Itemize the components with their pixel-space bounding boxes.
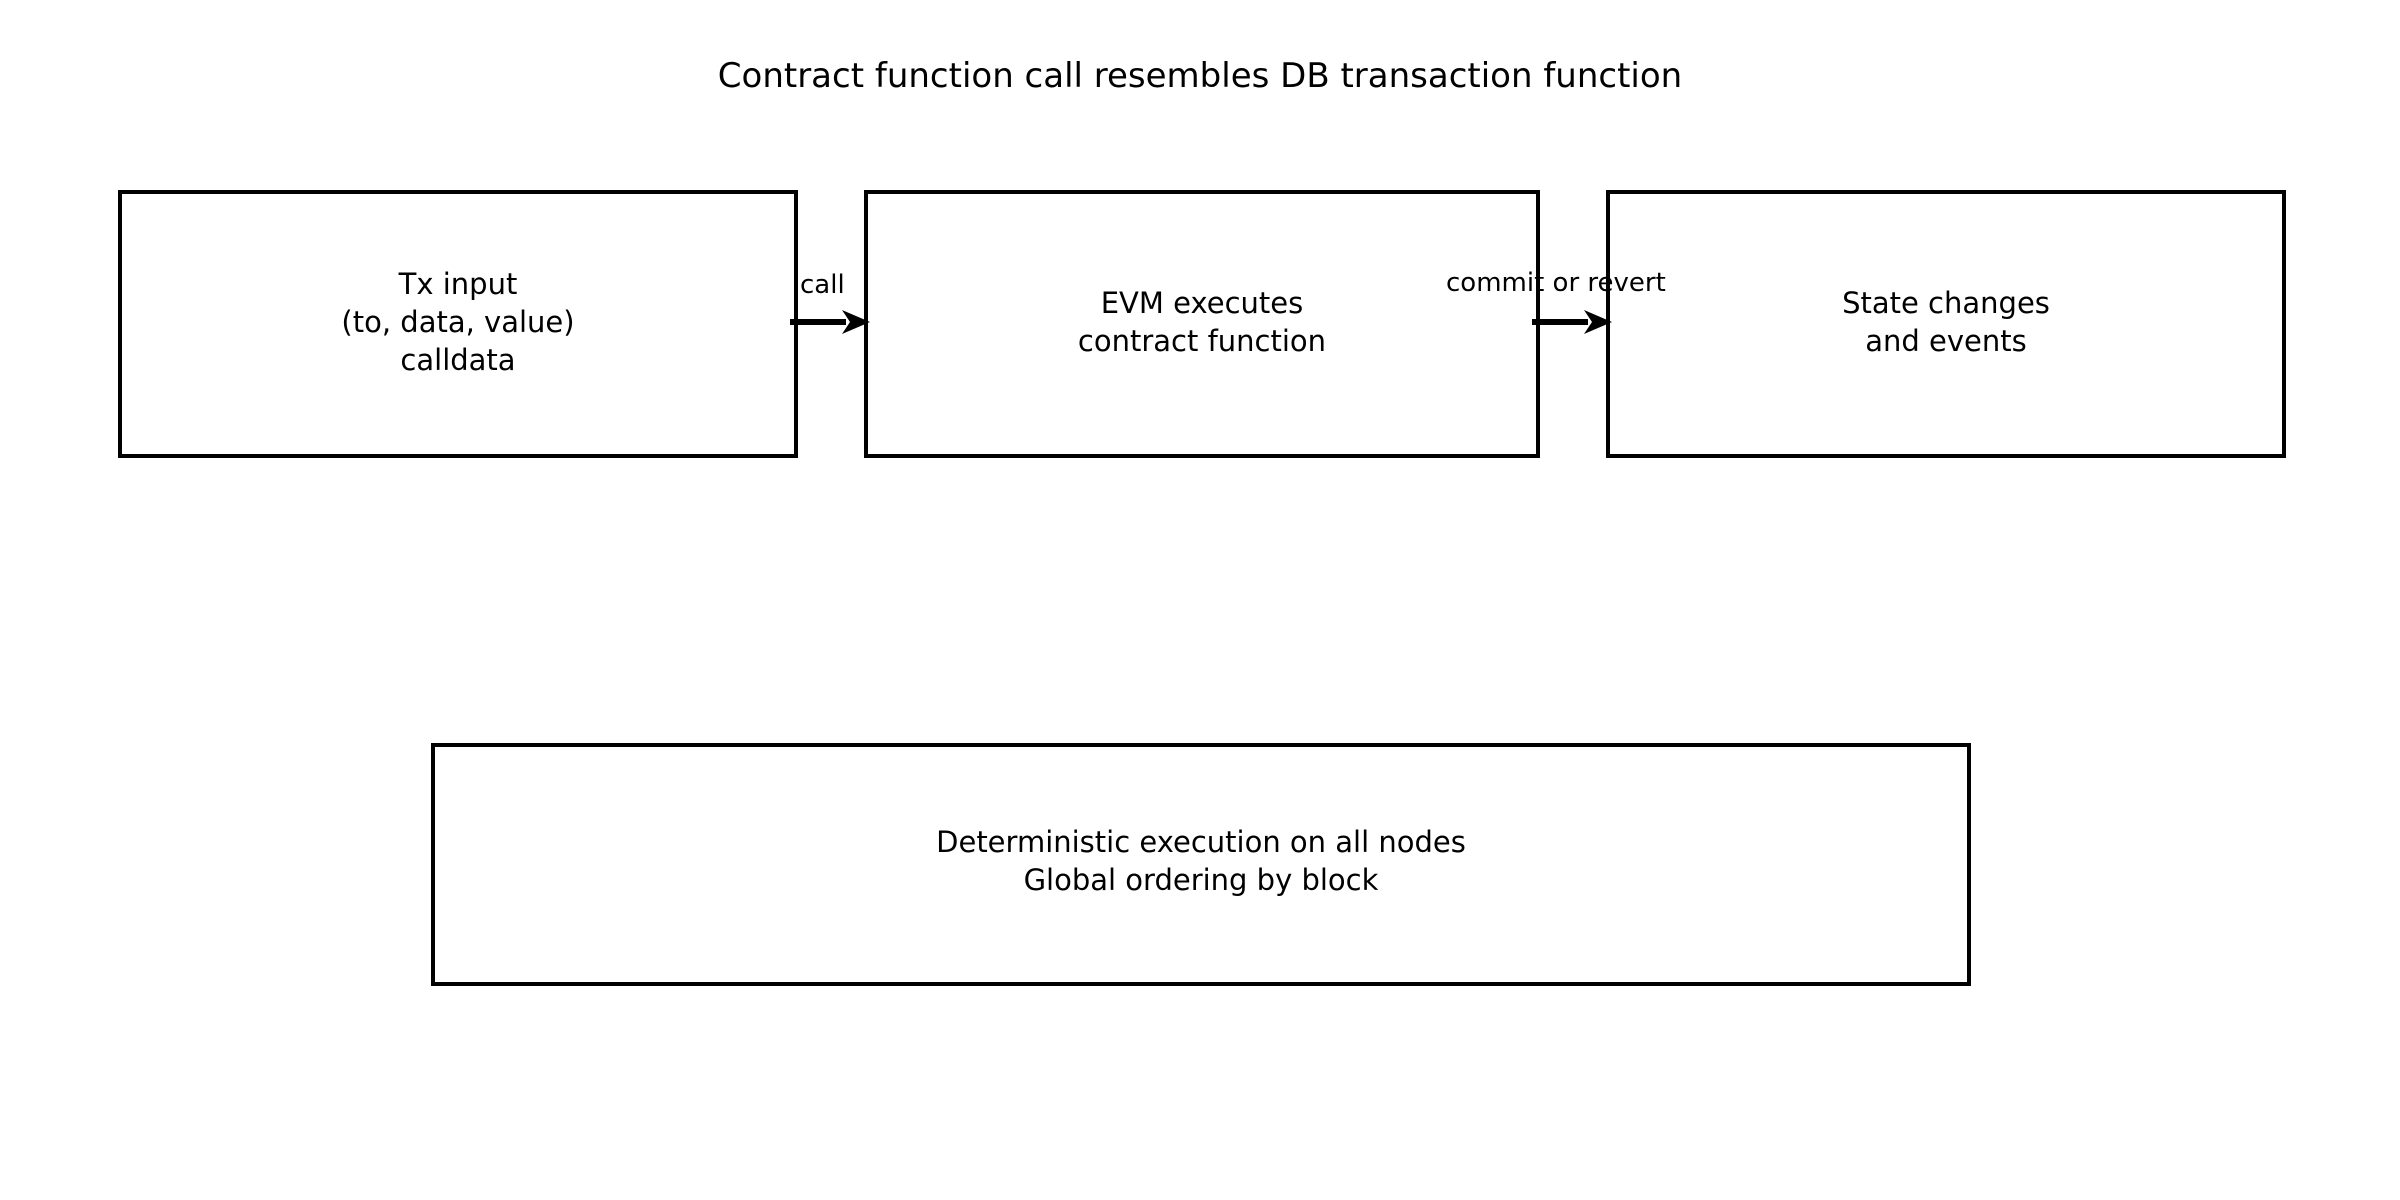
- edge-label-call: call: [800, 270, 845, 300]
- node-tx-input-label: Tx input (to, data, value) calldata: [341, 267, 575, 377]
- node-guarantees: Deterministic execution on all nodes Glo…: [431, 743, 1971, 986]
- node-state-changes-label: State changes and events: [1842, 286, 2050, 358]
- right-arrow-icon: [790, 305, 872, 339]
- node-state-changes: State changes and events: [1606, 190, 2286, 458]
- node-evm-label: EVM executes contract function: [1077, 286, 1327, 358]
- node-tx-input: Tx input (to, data, value) calldata: [118, 190, 798, 458]
- node-evm: EVM executes contract function: [864, 190, 1540, 458]
- diagram-title: Contract function call resembles DB tran…: [717, 56, 1683, 96]
- right-arrow-icon: [1532, 305, 1614, 339]
- node-guarantees-label: Deterministic execution on all nodes Glo…: [936, 824, 1466, 897]
- edge-label-commit-or-revert: commit or revert: [1446, 268, 1666, 298]
